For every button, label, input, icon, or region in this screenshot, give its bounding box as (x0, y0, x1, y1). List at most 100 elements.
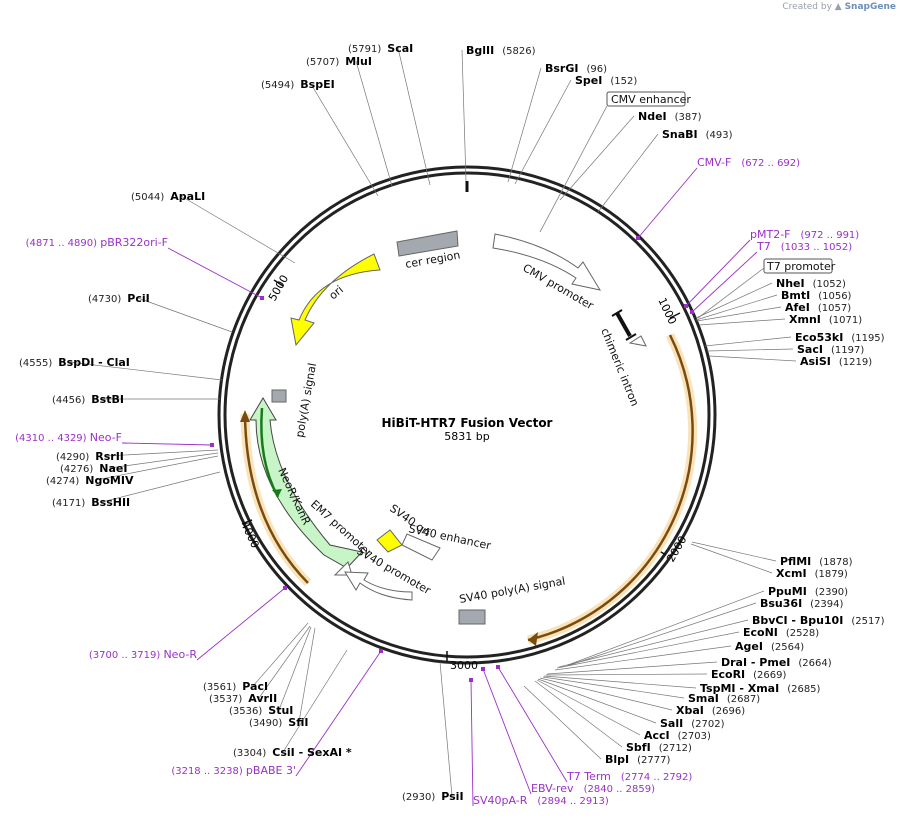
primer-binding-mark (684, 304, 688, 308)
restriction-site-label: XmnI(1071) (789, 313, 862, 326)
restriction-site-label: (5494)BspEI (261, 78, 335, 91)
restriction-site-label: XcmI(1879) (776, 567, 848, 580)
site-leader-line (597, 133, 659, 213)
restriction-site-label: (5044)ApaLI (131, 190, 205, 203)
site-leader-line (439, 661, 453, 797)
restriction-site-label: SacI(1197) (797, 343, 864, 356)
primer-leader-line (121, 442, 213, 446)
primer-binding-mark (379, 649, 383, 653)
orf-left-feature (243, 413, 309, 584)
primer-leader-line (637, 167, 698, 239)
site-leader-line (559, 115, 635, 201)
primer-label: EBV-rev(2840 .. 2859) (531, 782, 655, 795)
primer-label: pMT2-F(972 .. 991) (750, 228, 859, 241)
sv40-ori-feature (376, 529, 403, 553)
primer-binding-mark (481, 667, 485, 671)
plasmid-title: HiBiT-HTR7 Fusion Vector (382, 416, 553, 430)
restriction-site-label: BsrGI(96) (545, 62, 607, 75)
cer-region-feature (396, 230, 459, 257)
snapgene-logo-icon: ▲ (834, 2, 842, 12)
restriction-site-label: (2930)PsiI (402, 790, 464, 803)
site-leader-line (690, 543, 773, 574)
credit-brand: SnapGene (844, 2, 896, 12)
neor-orf (260, 407, 280, 498)
restriction-site-label: (4274)NgoMIV (46, 474, 134, 487)
site-leader-line (695, 282, 773, 319)
site-leader-line (258, 625, 311, 699)
t7-promoter-label: T7 promoter (766, 260, 836, 273)
restriction-site-label: EcoRI(2669) (711, 668, 787, 681)
site-leader-line (537, 678, 657, 724)
site-leader-line (691, 541, 777, 562)
restriction-site-label: (3537)AvrII (209, 692, 277, 705)
site-leader-line (554, 645, 732, 671)
cmv-enhancer-box: CMV enhancer (539, 91, 691, 233)
restriction-site-label: SmaI(2687) (688, 692, 760, 705)
restriction-site-label: AsiSI(1219) (800, 355, 872, 368)
cmv-promoter-feature (492, 233, 602, 291)
restriction-site-label: SalI(2702) (660, 717, 725, 730)
snapgene-credit: Created by ▲ SnapGene (782, 2, 896, 12)
cmv-enhancer-label: CMV enhancer (611, 93, 691, 106)
site-leader-line (105, 449, 219, 457)
restriction-site-label: (3561)PacI (203, 680, 268, 693)
site-leader-line (536, 679, 641, 736)
site-leader-line (706, 348, 794, 352)
primer-leader-line (167, 247, 263, 299)
primer-leader-line (196, 587, 286, 661)
orf-right-feature (527, 334, 694, 642)
site-leader-line (698, 318, 786, 326)
site-leader-line (282, 649, 348, 753)
site-leader-line (180, 195, 296, 264)
t7-promoter-box: T7 promoter (697, 258, 836, 319)
site-leader-line (534, 680, 623, 748)
restriction-site-label: (3536)StuI (229, 704, 293, 717)
site-leader-line (546, 661, 718, 675)
primer-leader-line (482, 668, 532, 795)
restriction-site-label: XbaI(2696) (676, 704, 745, 717)
primer-binding-mark (210, 443, 214, 447)
restriction-site-label: PflMI(1878) (780, 555, 853, 568)
restriction-site-label: BmtI(1056) (781, 289, 852, 302)
primer-label: CMV-F(672 .. 692) (697, 156, 800, 169)
restriction-site-label: (5707)MluI (306, 55, 372, 68)
restriction-site-label: (5791)ScaI (348, 42, 413, 55)
site-leader-line (567, 590, 765, 666)
site-leader-line (310, 83, 379, 197)
restriction-site-label: (4555)BspDI - ClaI (19, 356, 130, 369)
sv40-promoter-feature (344, 571, 413, 601)
site-leader-line (137, 297, 233, 333)
ori-label: ori (327, 283, 346, 302)
site-leader-line (543, 675, 697, 689)
primer-leader-line (691, 251, 758, 313)
restriction-site-label: Eco53kI(1195) (795, 331, 885, 344)
site-leader-line (556, 631, 740, 669)
restriction-site-label: SnaBI(493) (662, 128, 733, 141)
restriction-site-label: (4456)BstBI (52, 393, 124, 406)
site-leader-line (461, 49, 467, 182)
sv40-polya-label: SV40 poly(A) signal (458, 574, 566, 605)
site-leader-line (514, 79, 572, 185)
primer-label: (3218 .. 3238) pBABE 3' (171, 764, 296, 777)
primer-binding-mark (690, 310, 694, 314)
backbone (217, 165, 717, 665)
restriction-site-label: DraI - PmeI(2664) (721, 656, 832, 669)
site-labels: (5791)ScaI(5707)MluI(5494)BspEIBglII(582… (19, 42, 885, 803)
restriction-site-label: (3304)CsiI - SexAI * (233, 746, 352, 759)
site-leader-line (695, 294, 778, 321)
restriction-site-label: AccI(2703) (644, 729, 711, 742)
primer-leader-line (497, 666, 568, 783)
restriction-site-label: AgeI(2564) (735, 640, 804, 653)
site-leader-line (558, 619, 749, 668)
restriction-site-label: EcoNI(2528) (743, 626, 819, 639)
site-leader-line (252, 622, 309, 687)
credit-text: Created by (782, 2, 832, 12)
restriction-site-label: AfeI(1057) (785, 301, 851, 314)
primer-label: T7 Term(2774 .. 2792) (566, 770, 692, 783)
site-leader-line (545, 673, 708, 676)
site-leader-line (278, 626, 312, 711)
tick-label-3000: 3000 (450, 659, 478, 672)
restriction-site-label: SbfI(2712) (626, 741, 692, 754)
restriction-site-label: BbvCI - Bpu10I(2517) (752, 614, 885, 627)
site-leader-line (298, 627, 316, 723)
